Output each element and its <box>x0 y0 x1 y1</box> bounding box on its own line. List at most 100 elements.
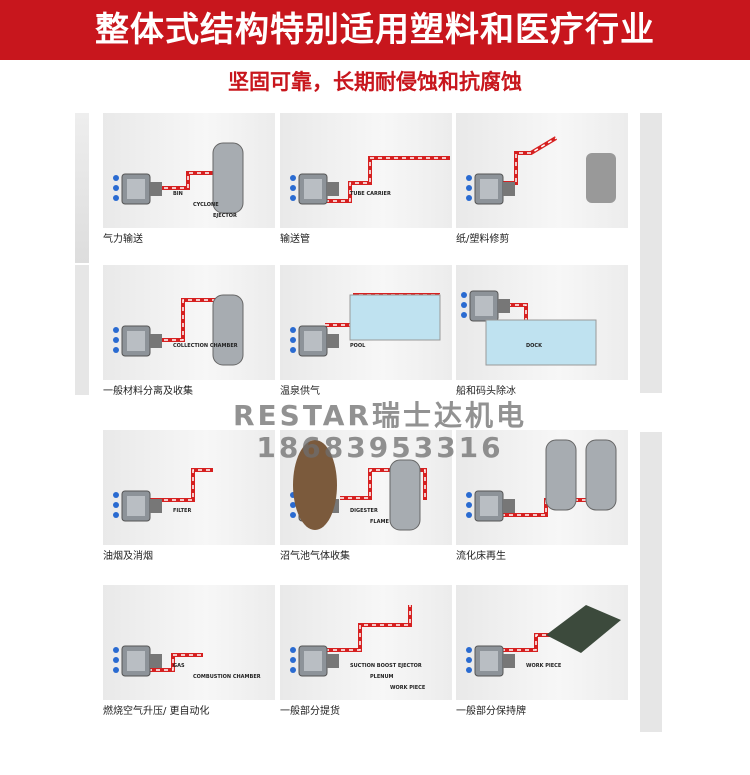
side-panel <box>75 113 89 263</box>
diagram <box>461 290 597 366</box>
application-card: SUCTION BOOST EJECTOR PLENUM WORK PIECE 一般部… <box>280 585 452 718</box>
blower-icon <box>290 645 339 677</box>
diagram <box>290 156 450 205</box>
pipe-dash <box>340 469 426 500</box>
diagram-label: CYCLONE <box>193 202 219 208</box>
application-caption: 一般部分提货 <box>280 706 340 717</box>
pipe <box>325 605 412 652</box>
digester-icon <box>293 440 337 530</box>
blower-icon <box>461 290 510 322</box>
diagram-label: FLAME <box>370 519 389 525</box>
blower-icon <box>466 645 515 677</box>
application-card: WORK PIECE 一般部分保持牌 <box>456 585 628 718</box>
tank-icon <box>585 439 617 511</box>
application-diagram: DIGESTER FLAME <box>280 430 452 545</box>
application-caption: 温泉供气 <box>280 386 320 397</box>
diagram-label: PLENUM <box>370 674 394 680</box>
diagram <box>113 294 244 366</box>
pool-icon <box>485 319 597 366</box>
application-card: 纸/塑料修剪 <box>456 113 628 246</box>
diagram-label: COLLECTION CHAMBER <box>173 343 238 349</box>
watermark-phone: 18683953316 <box>256 431 504 464</box>
blower-icon <box>113 490 162 522</box>
application-card: 流化床再生 <box>456 430 628 563</box>
pipe-dash <box>148 469 213 501</box>
diagram-label: POOL <box>350 343 366 349</box>
diagram <box>113 142 244 214</box>
diagram <box>113 468 213 522</box>
diagram-label: EJECTOR <box>213 213 237 219</box>
side-panel <box>640 432 662 732</box>
application-caption: 一般材料分离及收集 <box>103 386 193 397</box>
application-diagram <box>456 113 628 228</box>
diagram-label: WORK PIECE <box>390 685 426 691</box>
application-diagram: BIN CYCLONE EJECTOR <box>103 113 275 228</box>
page-subtitle: 坚固可靠，长期耐侵蚀和抗腐蚀 <box>228 70 522 94</box>
pool-icon <box>349 294 441 341</box>
application-card: BIN CYCLONE EJECTOR 气力输送 <box>103 113 275 246</box>
application-card: POOL 温泉供气 <box>280 265 452 398</box>
application-diagram: DOCK <box>456 265 628 380</box>
page-title: 整体式结构特别适用塑料和医疗行业 <box>0 0 750 60</box>
application-diagram: TUBE CARRIER <box>280 113 452 228</box>
tank-icon <box>545 439 577 511</box>
diagram <box>466 605 621 677</box>
application-diagram: POOL <box>280 265 452 380</box>
application-card: TUBE CARRIER 输送管 <box>280 113 452 246</box>
application-caption: 沼气池气体收集 <box>280 551 350 562</box>
pipe-dash <box>325 605 411 651</box>
diagram <box>290 605 412 677</box>
diagram <box>290 440 427 531</box>
drum-icon <box>586 153 616 203</box>
application-caption: 燃烧空气升压/ 更自动化 <box>103 706 210 717</box>
diagram-label: DOCK <box>526 343 542 349</box>
diagram-label: DIGESTER <box>350 508 378 514</box>
diagram <box>466 439 617 522</box>
diagram-label: TUBE CARRIER <box>350 191 391 197</box>
diagram-label: BIN <box>173 191 183 197</box>
watermark: RESTAR瑞士达机电 18683953316 <box>230 400 530 464</box>
side-panel <box>75 265 89 395</box>
application-card: COLLECTION CHAMBER 一般材料分离及收集 <box>103 265 275 398</box>
blower-icon <box>466 490 515 522</box>
application-diagram: FILTER <box>103 430 275 545</box>
blower-icon <box>466 173 515 205</box>
blower-icon <box>290 173 339 205</box>
diagram-label: SUCTION BOOST EJECTOR <box>350 663 422 669</box>
application-caption: 船和码头除冰 <box>456 386 516 397</box>
application-card: DOCK 船和码头除冰 <box>456 265 628 398</box>
pipe-dash <box>148 654 203 671</box>
application-diagram: SUCTION BOOST EJECTOR PLENUM WORK PIECE <box>280 585 452 700</box>
blower-icon <box>113 173 162 205</box>
application-caption: 输送管 <box>280 234 310 245</box>
diagram-label: GAS <box>173 663 185 669</box>
diagram-label: COMBUSTION CHAMBER <box>193 674 261 680</box>
application-diagram: WORK PIECE <box>456 585 628 700</box>
application-card: GAS COMBUSTION CHAMBER 燃烧空气升压/ 更自动化 <box>103 585 275 718</box>
application-card: FILTER 油烟及消烟 <box>103 430 275 563</box>
diagram <box>113 645 203 677</box>
application-caption: 气力输送 <box>103 234 143 245</box>
tank-icon <box>212 142 244 214</box>
blower-icon <box>113 325 162 357</box>
diagram <box>290 293 441 357</box>
application-caption: 一般部分保持牌 <box>456 706 526 717</box>
pipe <box>325 156 450 203</box>
application-caption: 油烟及消烟 <box>103 551 153 562</box>
blower-icon <box>113 645 162 677</box>
pipe <box>148 468 213 502</box>
application-caption: 纸/塑料修剪 <box>456 234 510 245</box>
watermark-brand: RESTAR瑞士达机电 <box>232 399 527 432</box>
application-diagram <box>456 430 628 545</box>
pipe <box>501 136 558 185</box>
tank-icon <box>212 294 244 366</box>
application-card: DIGESTER FLAME 沼气池气体收集 <box>280 430 452 563</box>
application-caption: 流化床再生 <box>456 551 506 562</box>
diagram-label: WORK PIECE <box>526 663 562 669</box>
diagram-label: FILTER <box>173 508 192 514</box>
blower-icon <box>290 325 339 357</box>
diagram <box>466 136 616 205</box>
side-panel <box>640 113 662 393</box>
work-piece-icon <box>546 605 621 653</box>
application-diagram: COLLECTION CHAMBER <box>103 265 275 380</box>
